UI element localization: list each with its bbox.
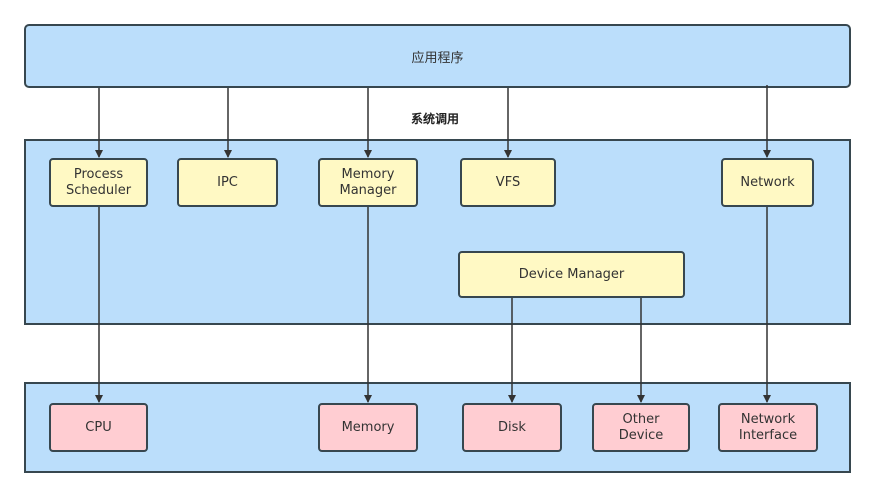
network-interface-node: Network Interface (718, 403, 818, 452)
process-scheduler-node: Process Scheduler (49, 158, 148, 207)
ipc-node: IPC (177, 158, 278, 207)
memory-manager-node: Memory Manager (318, 158, 418, 207)
syscall-label: 系统调用 (411, 112, 460, 126)
kernel-layer (24, 139, 851, 325)
device-manager-node: Device Manager (458, 251, 685, 298)
hardware-layer (24, 382, 851, 473)
other-device-node: Other Device (592, 403, 690, 452)
application-layer: 应用程序 (24, 24, 851, 88)
cpu-node: CPU (49, 403, 148, 452)
disk-node: Disk (462, 403, 562, 452)
application-layer-label: 应用程序 (411, 50, 464, 66)
vfs-node: VFS (460, 158, 556, 207)
memory-node: Memory (318, 403, 418, 452)
network-node: Network (721, 158, 814, 207)
